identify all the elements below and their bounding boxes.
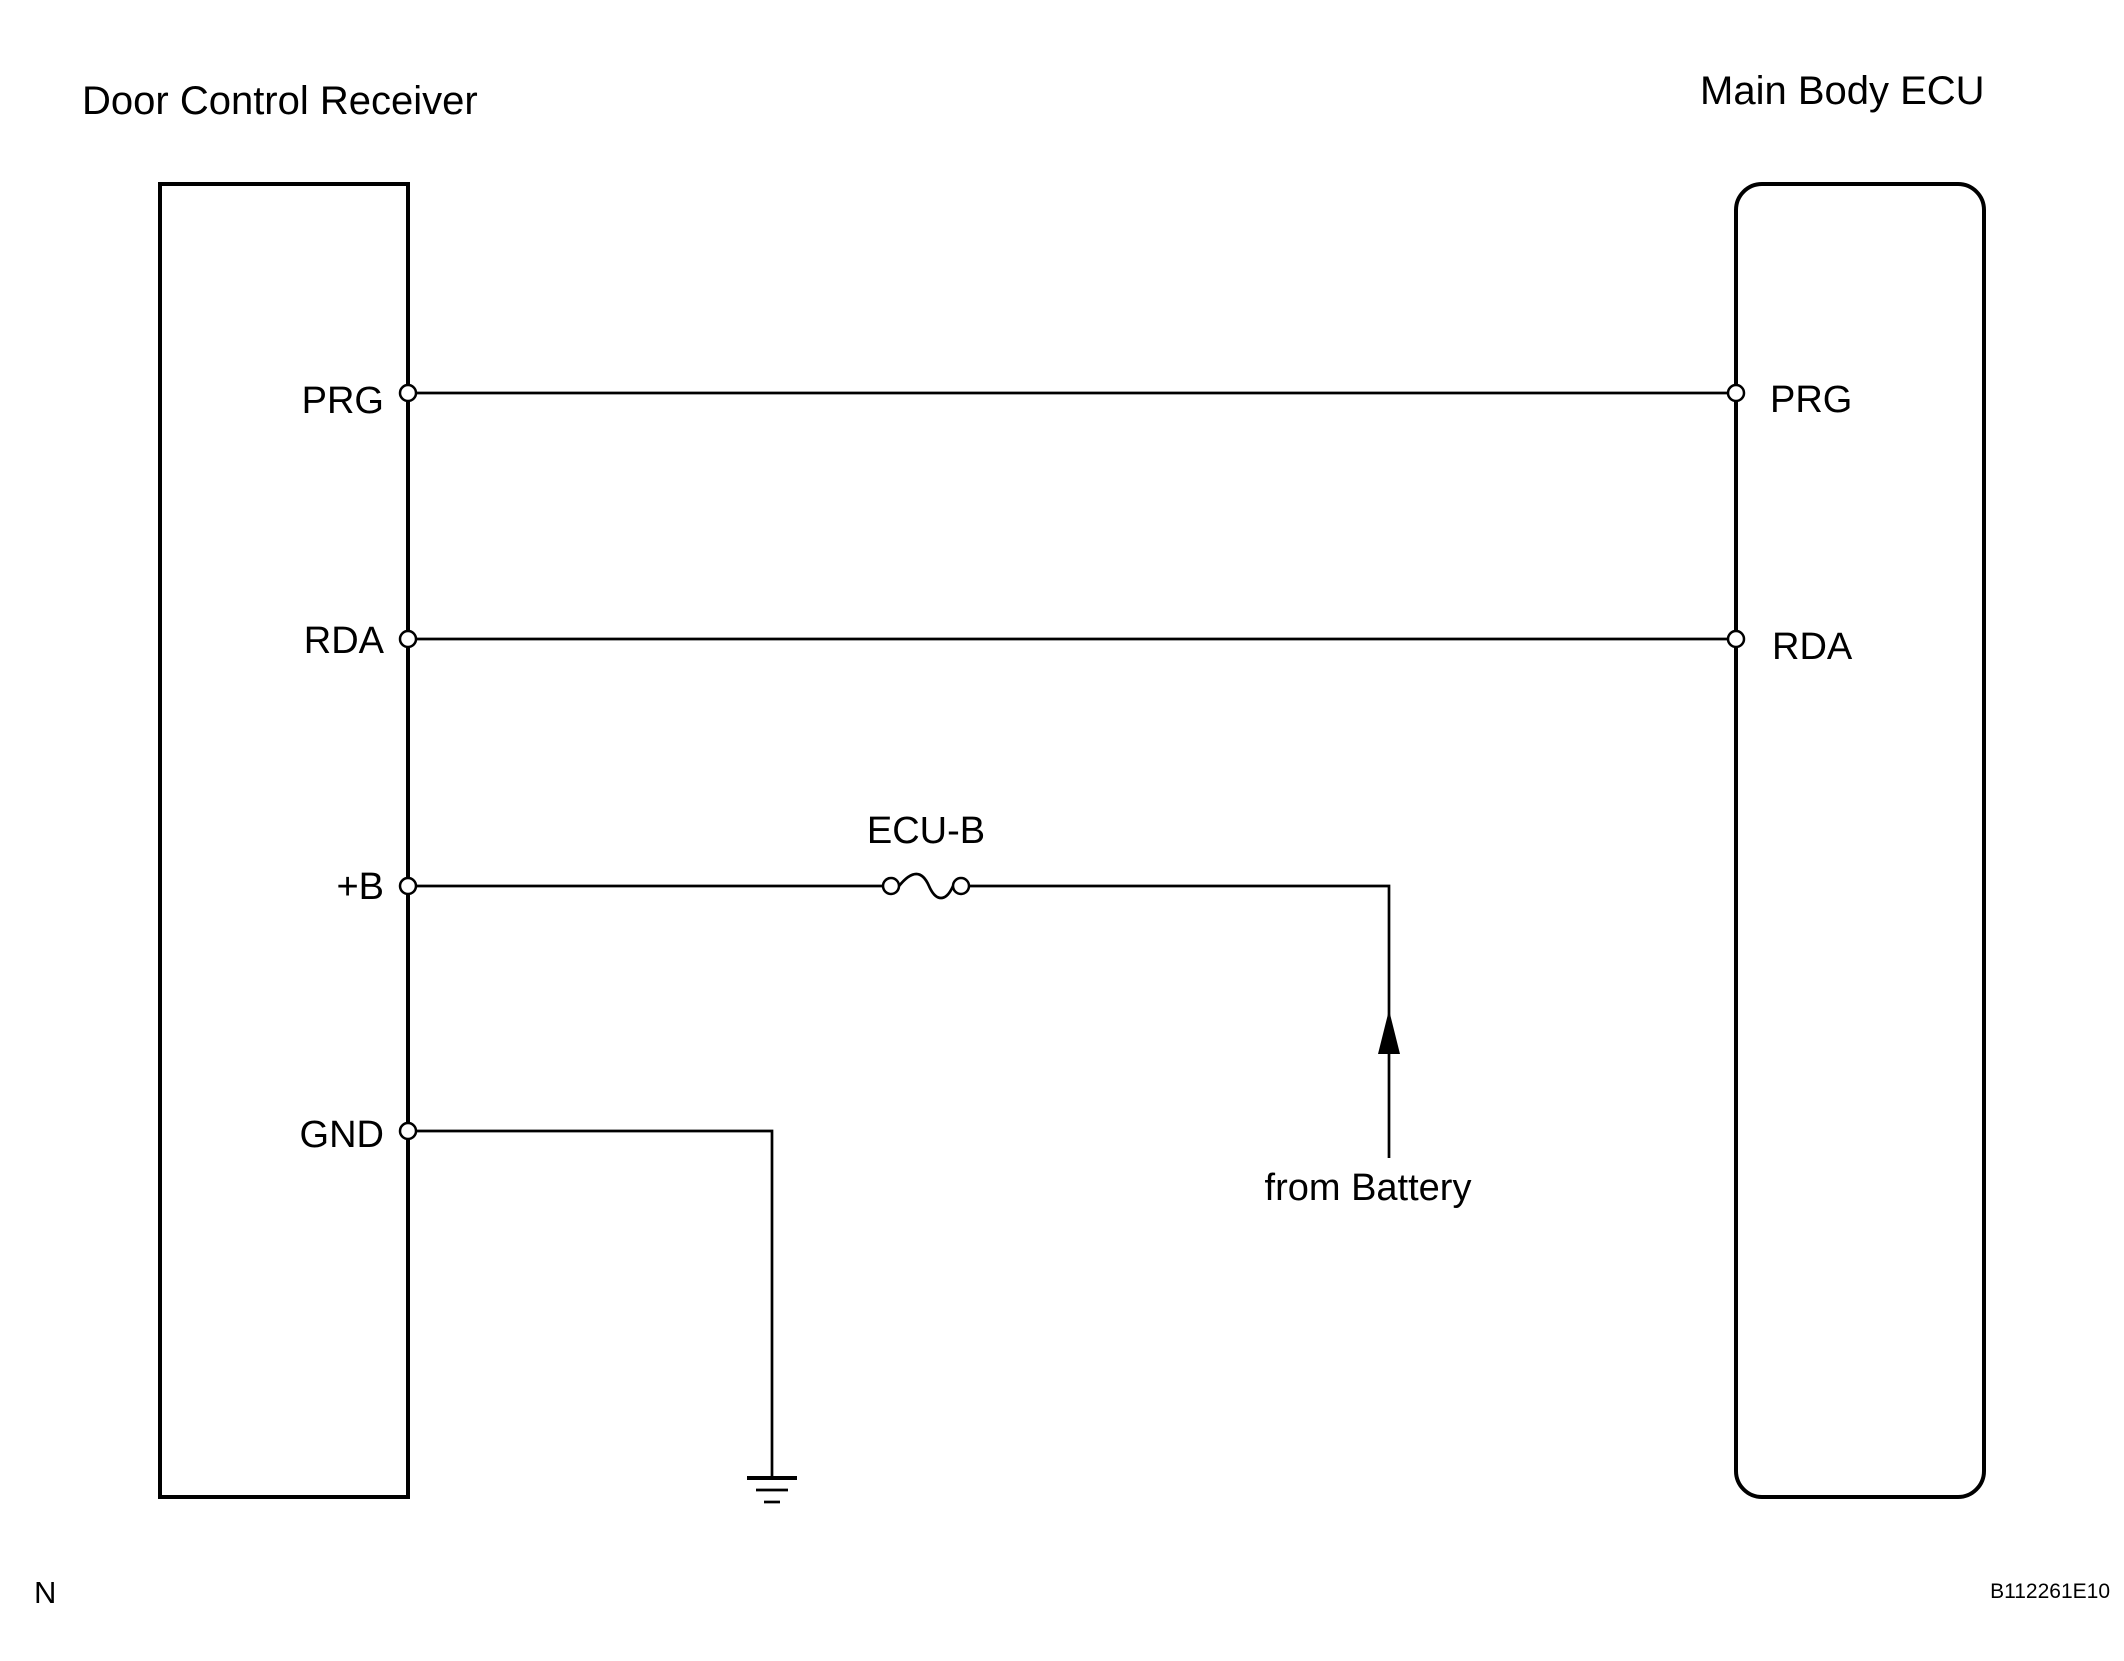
left-plus-b-terminal [398, 876, 418, 896]
right-prg-terminal [1726, 383, 1746, 403]
left-pin-rda-label: RDA [304, 620, 385, 662]
left-prg-terminal [398, 383, 418, 403]
fuse-label: ECU-B [867, 810, 985, 852]
left-gnd-terminal [398, 1121, 418, 1141]
right-rda-terminal [1726, 629, 1746, 649]
footer-left-mark: N [34, 1575, 56, 1610]
figure-id: B112261E10 [1990, 1580, 2110, 1603]
right-pin-prg-label: PRG [1770, 379, 1852, 421]
door-control-receiver-box [158, 182, 410, 1499]
left-pin-plus-b-label: +B [336, 866, 384, 908]
arrow-up-icon [1378, 1010, 1400, 1054]
fuse-icon [881, 872, 971, 900]
left-pin-gnd-label: GND [300, 1114, 384, 1156]
right-pin-rda-label: RDA [1772, 626, 1853, 668]
battery-label: from Battery [1265, 1167, 1472, 1209]
main-body-ecu-title: Main Body ECU [1700, 69, 1985, 113]
battery-wire [969, 884, 1391, 1158]
left-rda-terminal [398, 629, 418, 649]
main-body-ecu-box [1734, 182, 1986, 1499]
ground-symbol-icon [747, 1476, 797, 1504]
door-control-receiver-title: Door Control Receiver [82, 79, 478, 123]
left-pin-prg-label: PRG [302, 380, 384, 422]
gnd-wire [415, 1129, 774, 1476]
